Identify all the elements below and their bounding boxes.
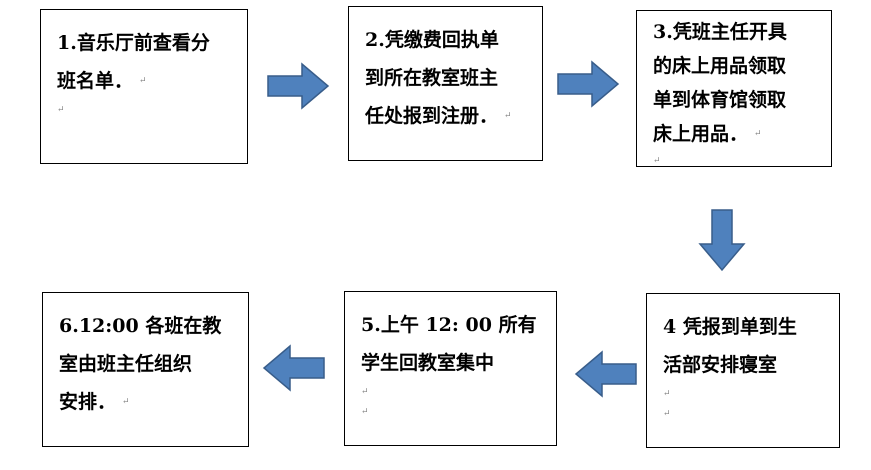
paragraph-mark: ↵ [653,156,661,166]
step-6-text: 6.12:00 各班在教 室由班主任组织 安排． [59,315,222,413]
paragraph-mark: ↵ [57,105,65,115]
step-4-box: 4 凭报到单到生 活部安排寝室 ↵ ↵ [646,293,840,448]
paragraph-mark: ↵ [754,129,762,139]
paragraph-mark: ↵ [663,389,671,399]
paragraph-mark: ↵ [663,409,671,419]
paragraph-mark: ↵ [122,397,130,407]
arrow-left-icon [262,344,325,392]
arrow-left-icon [574,350,637,398]
step-3-text: 3.凭班主任开具 的床上用品领取 单到体育馆领取 床上用品． [653,21,787,145]
arrow-down-icon [698,209,746,272]
arrow-right-icon [557,60,620,108]
step-2-box: 2.凭缴费回执单 到所在教室班主 任处报到注册． ↵ [348,6,543,161]
arrow-right-icon [267,62,330,110]
step-1-box: 1.音乐厅前查看分 班名单．↵ ↵ [40,9,248,164]
step-5-box: 5.上午 12: 00 所有 学生回教室集中 ↵ ↵ [344,291,557,446]
step-3-box: 3.凭班主任开具 的床上用品领取 单到体育馆领取 床上用品．↵ ↵ [636,10,832,167]
paragraph-mark: ↵ [139,76,147,86]
paragraph-mark: ↵ [504,111,512,121]
paragraph-mark: ↵ [361,387,369,397]
step-5-text: 5.上午 12: 00 所有 学生回教室集中 [361,314,537,374]
step-6-box: 6.12:00 各班在教 室由班主任组织 安排．↵ [42,292,249,447]
step-4-text: 4 凭报到单到生 活部安排寝室 [663,316,797,376]
step-1-text: 1.音乐厅前查看分 班名单． [57,32,210,92]
paragraph-mark: ↵ [361,407,369,417]
step-2-text: 2.凭缴费回执单 到所在教室班主 任处报到注册． [365,29,499,127]
